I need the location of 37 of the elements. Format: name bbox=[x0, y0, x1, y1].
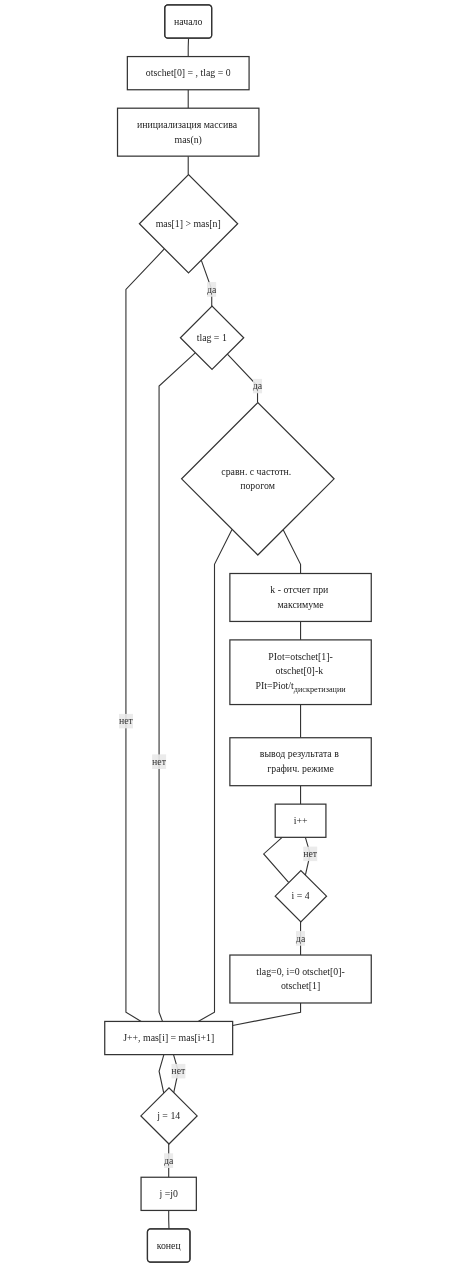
connector bbox=[187, 155, 189, 176]
connector bbox=[125, 248, 165, 1022]
edge-label: да bbox=[252, 380, 263, 391]
node-diamond: tlag = 1 bbox=[179, 305, 245, 371]
connector bbox=[197, 528, 233, 1022]
node-box: otschet[0] = , tlag = 0 bbox=[126, 55, 250, 91]
edge-label: да bbox=[295, 932, 306, 944]
connector bbox=[158, 1054, 165, 1094]
connector bbox=[300, 785, 302, 805]
edge-label: нет bbox=[152, 756, 167, 767]
node-box: j =j0 bbox=[140, 1176, 197, 1212]
connector bbox=[158, 352, 196, 1022]
node-diamond: сравн. с частотн. порогом bbox=[180, 401, 335, 556]
connector bbox=[282, 528, 302, 575]
edge-label: да bbox=[164, 1155, 174, 1166]
connector bbox=[304, 836, 311, 876]
node-box: k - отсчет при максимуме bbox=[229, 572, 372, 623]
node-diamond: i = 4 bbox=[274, 869, 328, 923]
connector bbox=[232, 1002, 302, 1027]
connector bbox=[187, 89, 189, 109]
connector bbox=[300, 620, 302, 641]
edge-label: да bbox=[207, 283, 217, 295]
edge-label: нет bbox=[118, 715, 133, 727]
edge-label: нет bbox=[171, 1065, 186, 1077]
node-box: J++, mas[i] = mas[i+1] bbox=[104, 1020, 234, 1056]
node-diamond: mas[1] > mas[n] bbox=[138, 173, 239, 274]
node-box: i++ bbox=[274, 803, 327, 838]
node-diamond: j = 14 bbox=[140, 1086, 198, 1145]
connector bbox=[187, 37, 190, 58]
node-box: tlag=0, i=0 otschet[0]-otschet[1] bbox=[229, 954, 372, 1004]
edge-label: нет bbox=[303, 848, 318, 859]
node-box: вывод результата в графич. режиме bbox=[229, 737, 372, 787]
connector bbox=[226, 353, 259, 404]
node-box: PIot=otschet[1]-otschet[0]-k PIt=Piot/t$_{дискретизации}$ bbox=[229, 639, 372, 706]
node-box: инициализация массива mas(n) bbox=[116, 107, 260, 157]
connector bbox=[300, 704, 302, 739]
connector bbox=[168, 1209, 170, 1230]
